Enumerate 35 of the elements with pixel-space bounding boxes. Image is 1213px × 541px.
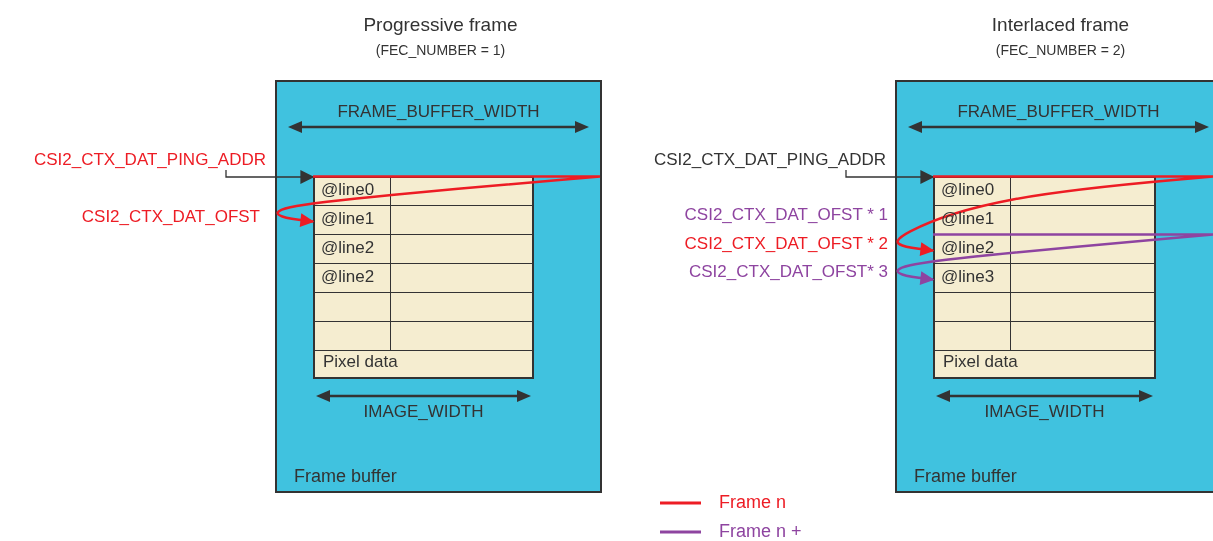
table-cell: @line1: [313, 205, 390, 234]
frame-title: Interlaced frame: [990, 15, 1131, 35]
table-cell: @line0: [933, 176, 1010, 205]
arrow: [845, 169, 935, 184]
register-label: CSI2_CTX_DAT_OFST: [80, 207, 260, 227]
dimension-label: IMAGE_WIDTH: [983, 402, 1106, 422]
dimension-label: IMAGE_WIDTH: [362, 402, 485, 422]
register-label: CSI2_CTX_DAT_OFST * 2: [683, 234, 888, 254]
dimension-label: FRAME_BUFFER_WIDTH: [956, 102, 1161, 122]
table-cell: @line2: [313, 234, 390, 263]
register-label: CSI2_CTX_DAT_PING_ADDR: [626, 150, 886, 170]
table-cell: @line3: [933, 263, 1010, 292]
dimension-label: FRAME_BUFFER_WIDTH: [336, 102, 541, 122]
arrow: [278, 175, 602, 228]
table-cell: @line2: [313, 263, 390, 292]
frame-subtitle: (FEC_NUMBER = 2): [994, 41, 1127, 60]
frame-title: Progressive frame: [362, 15, 519, 35]
pixel-data-table: [313, 176, 534, 379]
legend-label: Frame n +: [719, 521, 802, 541]
table-caption: Pixel data: [943, 352, 1018, 372]
register-label: CSI2_CTX_DAT_OFST * 1: [683, 205, 888, 225]
legend-label: Frame n: [719, 492, 787, 512]
frame-subtitle: (FEC_NUMBER = 1): [374, 41, 507, 60]
table-caption: Pixel data: [323, 352, 398, 372]
arrow: [897, 175, 1213, 257]
pixel-data-table: [933, 176, 1156, 379]
region-label: Frame buffer: [294, 466, 397, 486]
table-cell: @line1: [933, 205, 1010, 234]
register-label: CSI2_CTX_DAT_OFST* 3: [687, 262, 888, 282]
table-cell: @line0: [313, 176, 390, 205]
table-cell: @line2: [933, 234, 1010, 263]
arrow: [225, 169, 315, 184]
arrow: [898, 233, 1213, 286]
register-label: CSI2_CTX_DAT_PING_ADDR: [6, 150, 266, 170]
region-label: Frame buffer: [914, 466, 1017, 486]
